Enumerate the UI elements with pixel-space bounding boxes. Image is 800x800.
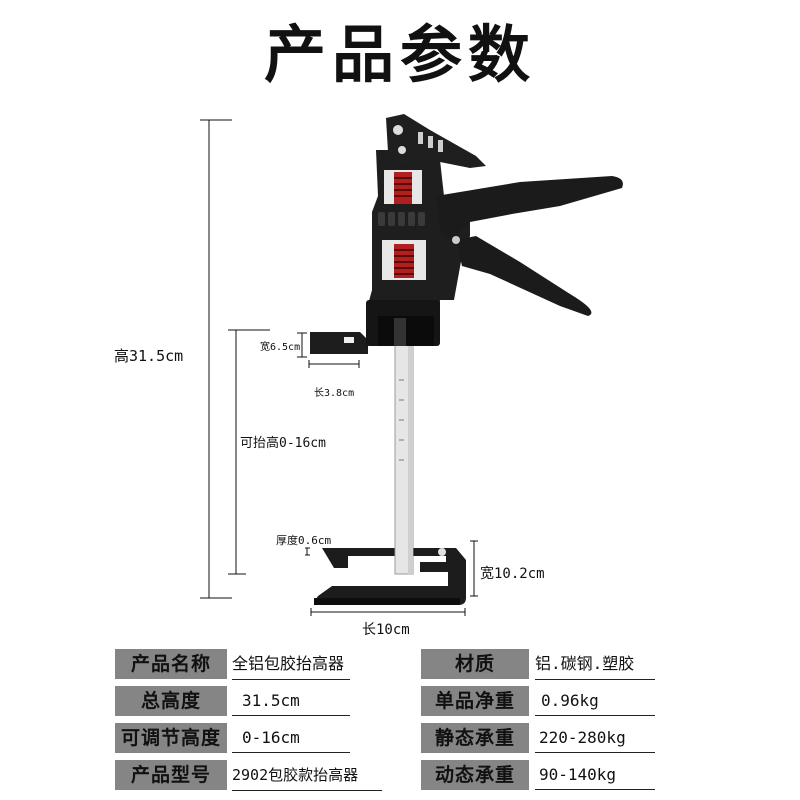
- spec-value: 90-140kg: [535, 760, 655, 790]
- spec-label: 可调节高度: [115, 723, 227, 753]
- spec-value: 0.96kg: [535, 686, 655, 716]
- top-foot-plate: [310, 332, 368, 354]
- page-title: 产品参数: [263, 18, 536, 91]
- upper-spring: [384, 170, 422, 204]
- spec-value: 2902包胶款抬高器: [232, 760, 382, 791]
- spec-label: 材质: [421, 649, 529, 679]
- dimension-lines: [200, 119, 478, 616]
- thickness-label: 厚度0.6cm: [276, 534, 332, 547]
- lower-spring: [382, 240, 426, 280]
- spec-label: 总高度: [115, 686, 227, 716]
- tool-handle: [436, 176, 623, 316]
- spec-value: 全铝包胶抬高器: [232, 649, 350, 680]
- spec-value: 31.5cm: [232, 686, 350, 716]
- spec-label: 产品型号: [115, 760, 227, 790]
- spec-value: 0-16cm: [232, 723, 350, 753]
- total-height-label: 高31.5cm: [114, 347, 184, 365]
- top-clamp: [386, 114, 486, 168]
- spec-value: 铝.碳钢.塑胶: [535, 649, 655, 680]
- base-plate: [314, 548, 466, 605]
- base-width-label: 宽10.2cm: [480, 566, 545, 582]
- base-length-label: 长10cm: [362, 622, 410, 638]
- top-length-label: 长3.8cm: [314, 388, 355, 399]
- spec-label: 动态承重: [421, 760, 529, 790]
- spec-value: 220-280kg: [535, 723, 655, 753]
- spec-label: 静态承重: [421, 723, 529, 753]
- lift-range-label: 可抬高0-16cm: [240, 436, 326, 451]
- top-width-label: 宽6.5cm: [260, 342, 301, 353]
- spec-label: 单品净重: [421, 686, 529, 716]
- spec-label: 产品名称: [115, 649, 227, 679]
